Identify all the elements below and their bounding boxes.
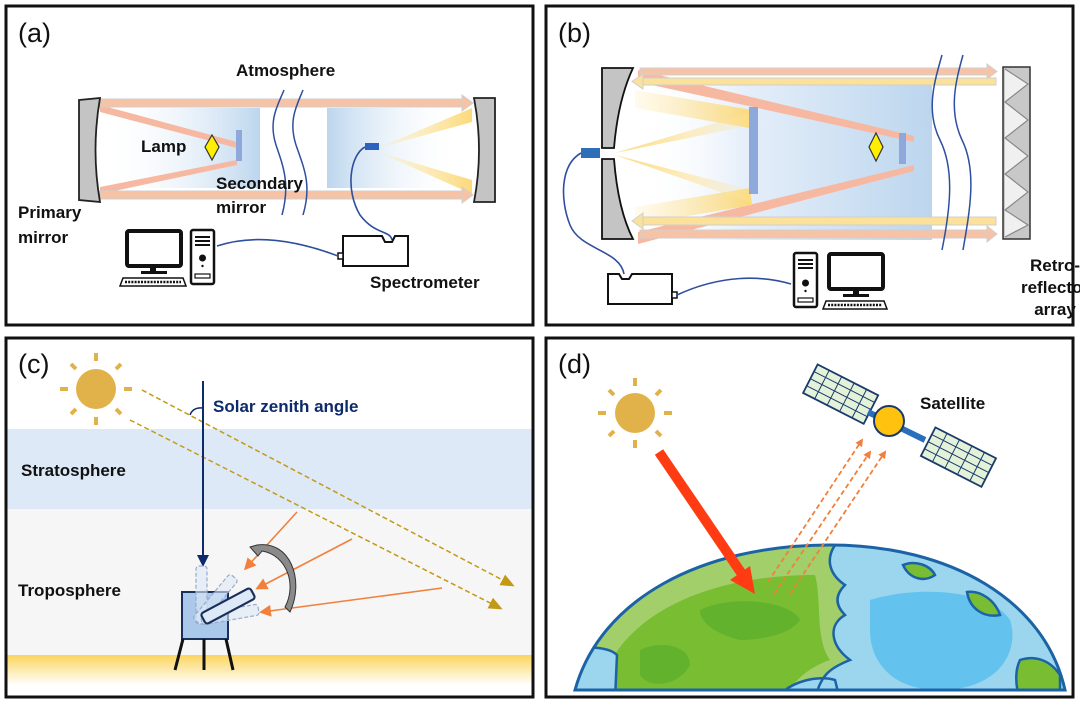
direct-sunlight-ray-1 [141, 389, 515, 587]
ground-layer [6, 655, 533, 685]
return-beam-upper-2 [615, 112, 752, 153]
direct-sunlight-ray-2 [129, 419, 503, 610]
beam-lower-converging [100, 160, 237, 194]
coastline [813, 545, 853, 690]
spectrometer-icon [607, 273, 678, 305]
earth-outline [573, 543, 1067, 692]
lamp-label: Lamp [141, 137, 186, 156]
solar-zenith-angle-label: Solar zenith angle [213, 397, 358, 416]
atmosphere-wave-1 [931, 54, 951, 251]
far-mirror [472, 97, 496, 203]
satellite-label: Satellite [920, 394, 985, 413]
retro-reflector-label-line1: Retro- [1030, 256, 1080, 275]
reflected-ray-2 [773, 450, 872, 595]
retro-reflector-array [1002, 66, 1031, 240]
continent-dark-region [700, 601, 800, 640]
return-beam-upper [378, 108, 472, 148]
return-beam-lower-2 [615, 155, 752, 203]
panel-c-border [4, 336, 535, 699]
return-beam-bottom [631, 212, 997, 230]
panel-a: (a) [4, 4, 535, 327]
panel-d-label: (d) [558, 349, 591, 379]
fiber-cable [350, 146, 393, 241]
rotation-arrow [249, 544, 297, 613]
fiber-cable [562, 152, 625, 275]
panel-c-label: (c) [18, 349, 49, 379]
atmosphere-label: Atmosphere [236, 61, 335, 80]
reflected-ray-3 [789, 450, 887, 595]
telescope-active [200, 587, 256, 625]
panel-a-label: (a) [18, 18, 51, 48]
reflected-ray-1 [767, 438, 864, 583]
primary-mirror-label-line1: Primary [18, 203, 82, 222]
stratosphere-label: Stratosphere [21, 461, 126, 480]
primary-mirror-label-line2: mirror [18, 228, 68, 247]
lamp-icon [204, 133, 220, 162]
retro-reflector-label-line3: array [1034, 300, 1076, 319]
stratosphere-layer [6, 429, 533, 509]
outgoing-beam-bottom [99, 186, 474, 204]
primary-mirror-lower [601, 158, 635, 240]
return-beam-upper-1 [635, 90, 752, 128]
troposphere-label: Troposphere [18, 581, 121, 600]
return-beam-top [631, 73, 997, 90]
ocean-deep [870, 591, 1013, 690]
fiber-input [581, 148, 600, 158]
secondary-mirror-label-line2: mirror [216, 198, 266, 217]
incoming-solar-radiation-arrow [654, 449, 755, 594]
spectrometer-label: Spectrometer [370, 273, 480, 292]
primary-mirror-upper [601, 67, 635, 149]
scattered-ray-2 [255, 538, 353, 590]
zenith-angle-arc [189, 407, 204, 416]
lamp-icon [868, 131, 884, 163]
secondary-mirror [236, 130, 242, 161]
small-secondary-mirror [899, 133, 906, 164]
secondary-mirror-label-line1: Secondary [216, 174, 303, 193]
panel-b-label: (b) [558, 18, 591, 48]
outgoing-beam-bottom [639, 224, 998, 244]
atmosphere-wave-2 [292, 89, 308, 216]
continent-dark-region-2 [640, 645, 690, 684]
computer-icon [792, 251, 889, 310]
island-1 [901, 561, 937, 581]
retro-reflector-label-line2: reflector [1021, 278, 1080, 297]
return-beam-lower-1 [635, 188, 752, 225]
beam-upper-converging [100, 105, 237, 148]
atmosphere-wave-1 [272, 89, 287, 216]
sun-icon [598, 378, 672, 448]
atmosphere-wave-2 [953, 54, 972, 251]
outgoing-beam-top [639, 63, 998, 80]
beam-upper-converging [638, 70, 914, 142]
computer-icon [118, 228, 216, 287]
satellite-icon [801, 363, 998, 489]
panel-b: (b) [544, 4, 1080, 327]
data-cable [676, 277, 792, 296]
primary-mirror [78, 96, 102, 204]
data-cable [216, 238, 339, 257]
spectrometer-icon [337, 235, 409, 267]
large-secondary-mirror [749, 107, 758, 194]
return-beam-lower [378, 152, 472, 194]
sun-icon [60, 353, 132, 425]
fiber-input [365, 143, 379, 150]
panel-d: (d) [544, 336, 1075, 699]
island-2 [965, 590, 1002, 617]
scattered-ray-1 [243, 511, 298, 571]
tripod [173, 638, 235, 671]
panel-c: (c) Solar zenith angle Stratosphere Trop… [4, 336, 535, 699]
